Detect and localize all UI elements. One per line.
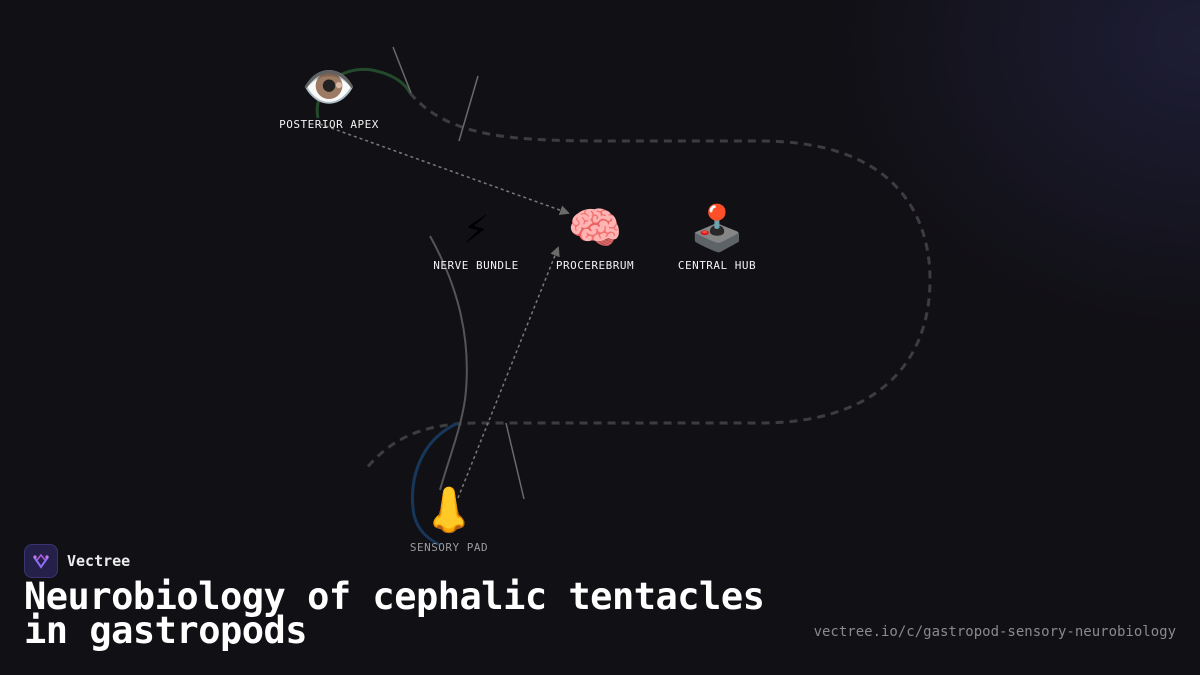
sensory-pad-arc — [411, 421, 459, 547]
nerve-bundle-curve — [429, 235, 468, 491]
apex-connector-arc — [315, 67, 412, 119]
joystick-icon: 🕹️ — [689, 203, 745, 254]
page-url[interactable]: vectree.io/c/gastropod-sensory-neurobiol… — [813, 624, 1176, 640]
tick-line-3 — [505, 422, 525, 500]
nose-icon: 👃 — [421, 485, 477, 536]
edge-apex-to-procerebrum — [319, 123, 570, 216]
node-posterior-apex[interactable]: 👁️ POSTERIOR APEX — [279, 62, 379, 131]
node-procerebrum[interactable]: 🧠 PROCEREBRUM — [556, 203, 634, 272]
node-label: CENTRAL HUB — [677, 259, 757, 272]
node-label: SENSORY PAD — [409, 541, 489, 554]
vectree-logo-icon — [24, 544, 58, 578]
page-title: Neurobiology of cephalic tentacles in ga… — [24, 575, 765, 652]
lightning-icon: ⚡ — [462, 203, 490, 254]
eye-icon: 👁️ — [301, 62, 357, 113]
node-nerve-bundle[interactable]: ⚡ NERVE BUNDLE — [433, 203, 518, 272]
brand[interactable]: Vectree — [24, 544, 130, 578]
edge-pad-to-procerebrum — [457, 246, 560, 499]
brain-icon: 🧠 — [567, 203, 623, 254]
node-label: NERVE BUNDLE — [433, 259, 519, 272]
tick-line-2 — [458, 75, 479, 142]
main-dashed-path — [363, 92, 932, 471]
node-label: POSTERIOR APEX — [279, 118, 379, 131]
node-sensory-pad[interactable]: 👃 SENSORY PAD — [410, 485, 488, 554]
node-label: PROCEREBRUM — [555, 259, 635, 272]
node-central-hub[interactable]: 🕹️ CENTRAL HUB — [678, 203, 756, 272]
brand-name: Vectree — [67, 552, 131, 570]
tick-line-1 — [392, 46, 412, 94]
